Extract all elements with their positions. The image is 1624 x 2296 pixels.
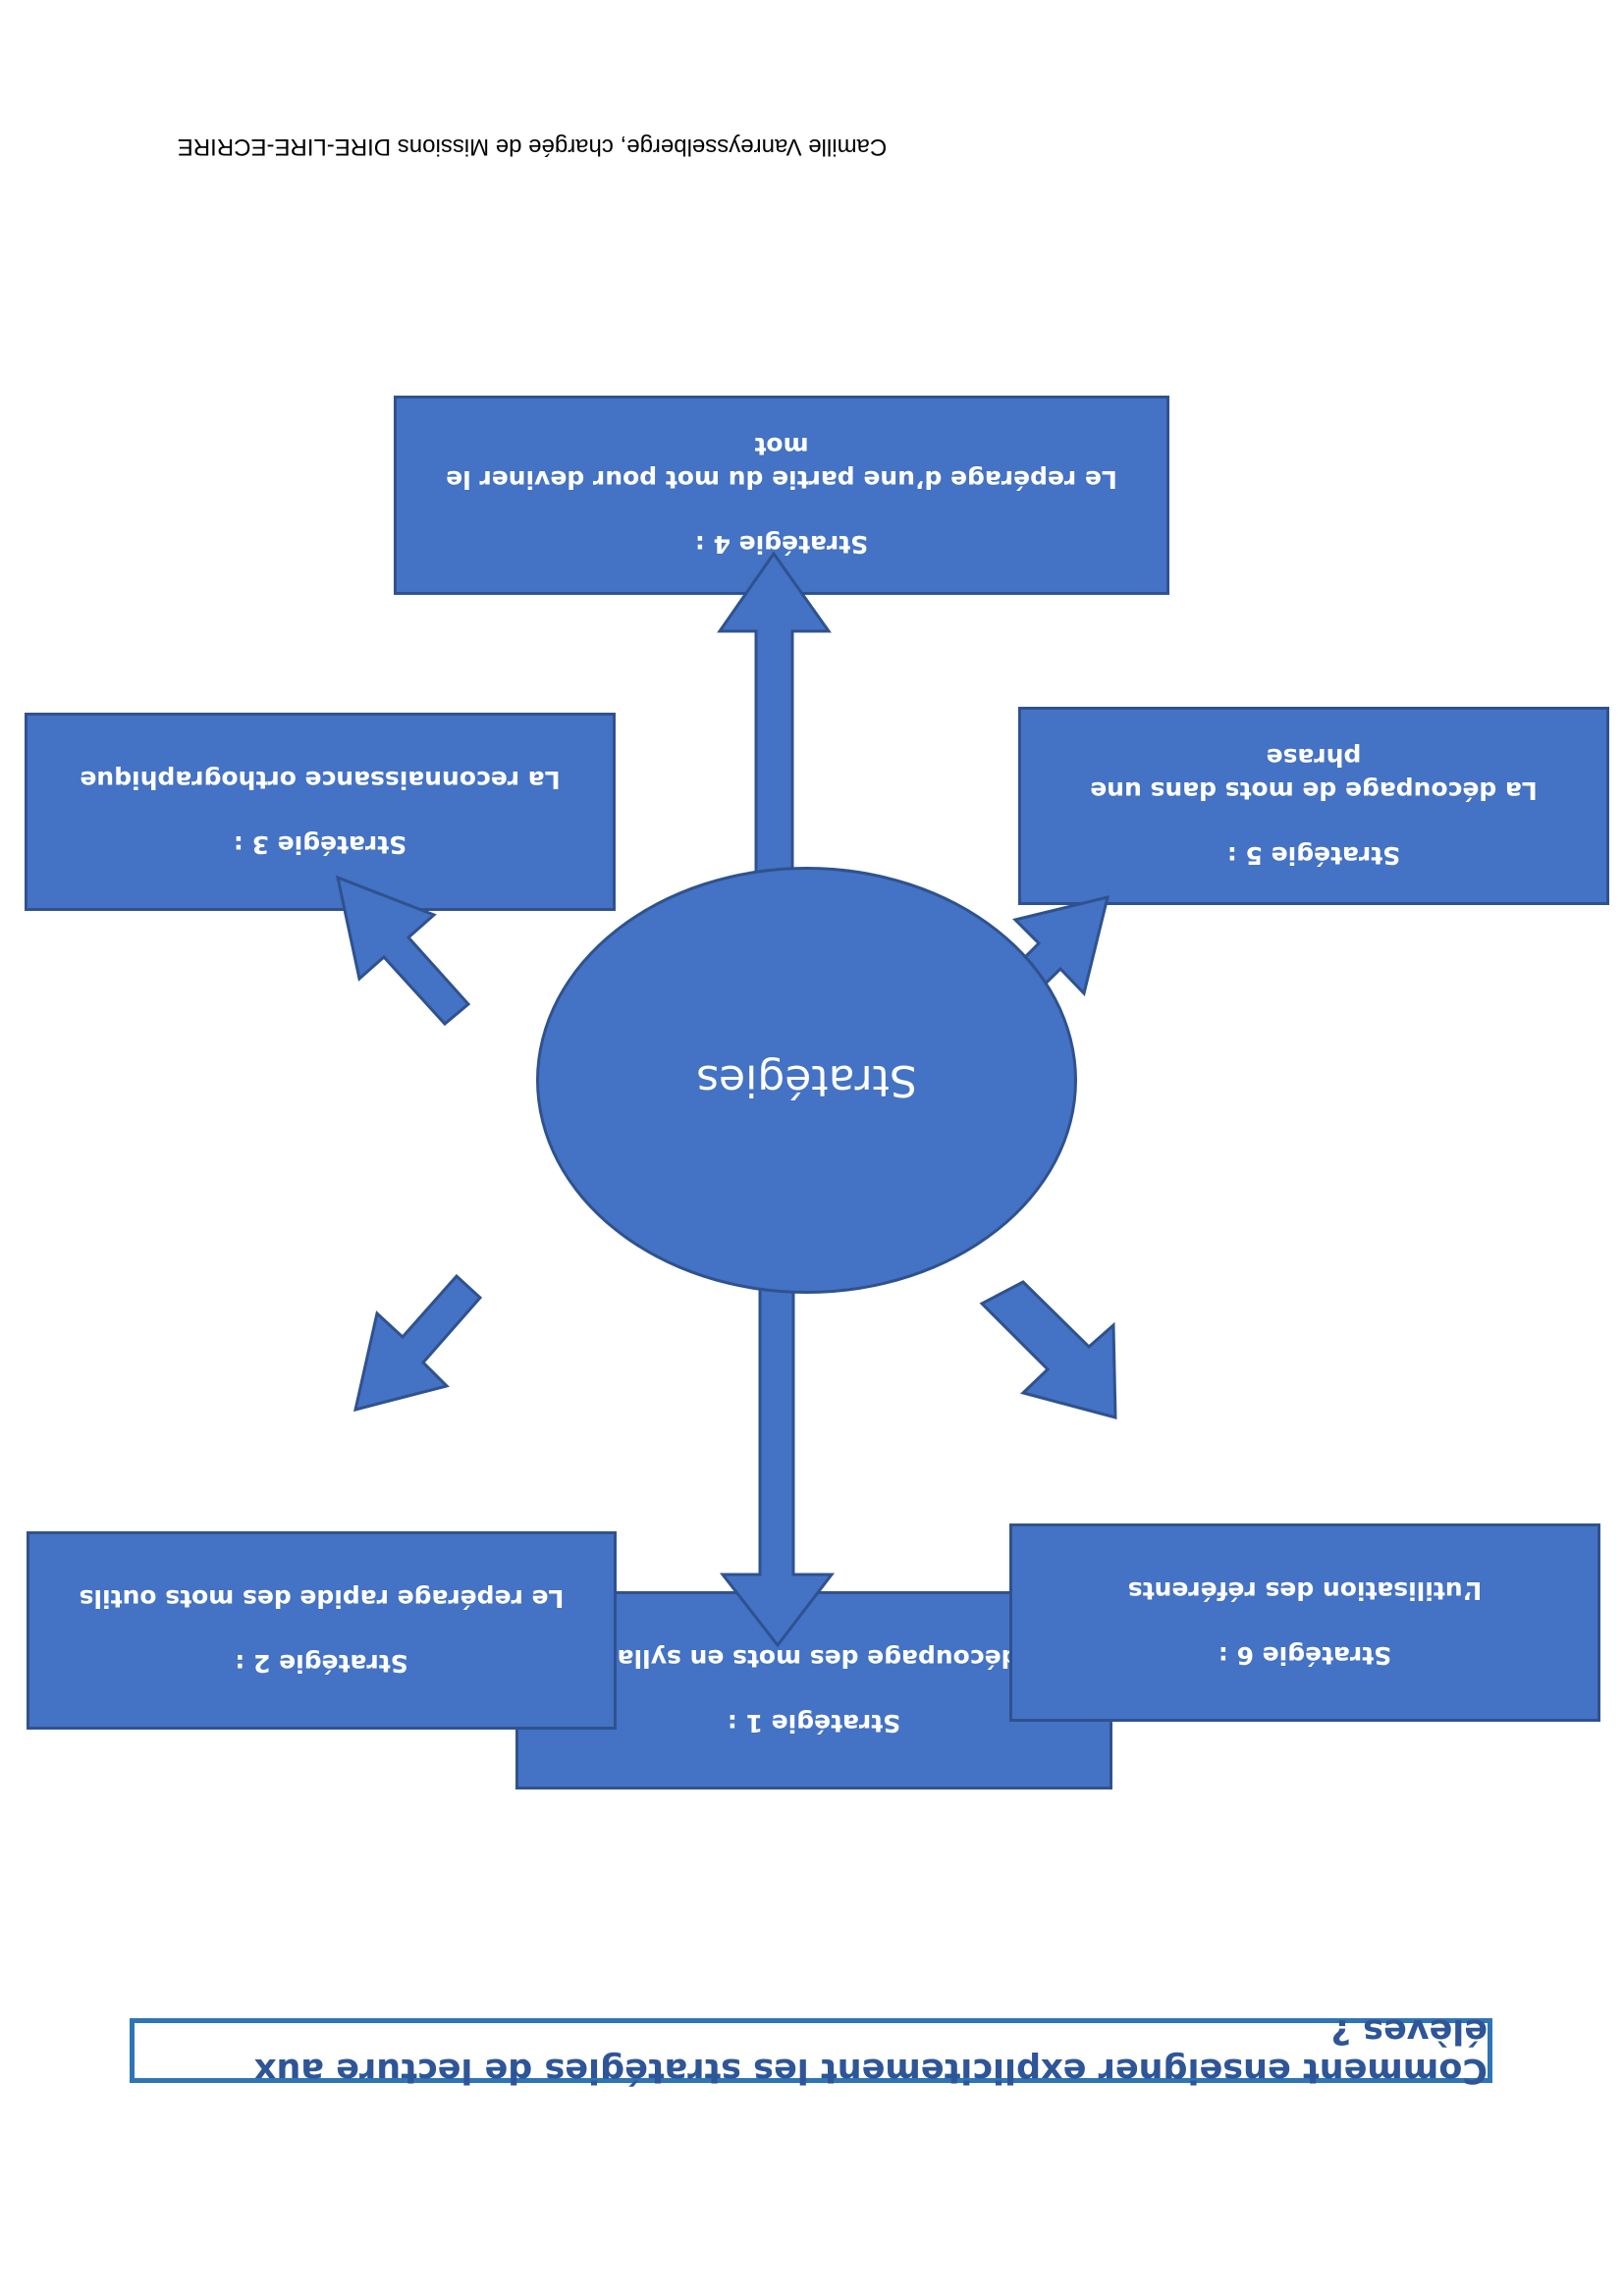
author-credit: Camille Vanreysselberge, chargée de Miss…: [177, 133, 888, 160]
arrow-to-strategy-3: [335, 875, 471, 1027]
arrow-to-strategy-2: [352, 1273, 483, 1413]
central-hub-label: Stratégies: [696, 1055, 917, 1105]
arrow-to-strategy-6: [979, 1280, 1117, 1419]
central-hub: Stratégies: [536, 867, 1077, 1294]
